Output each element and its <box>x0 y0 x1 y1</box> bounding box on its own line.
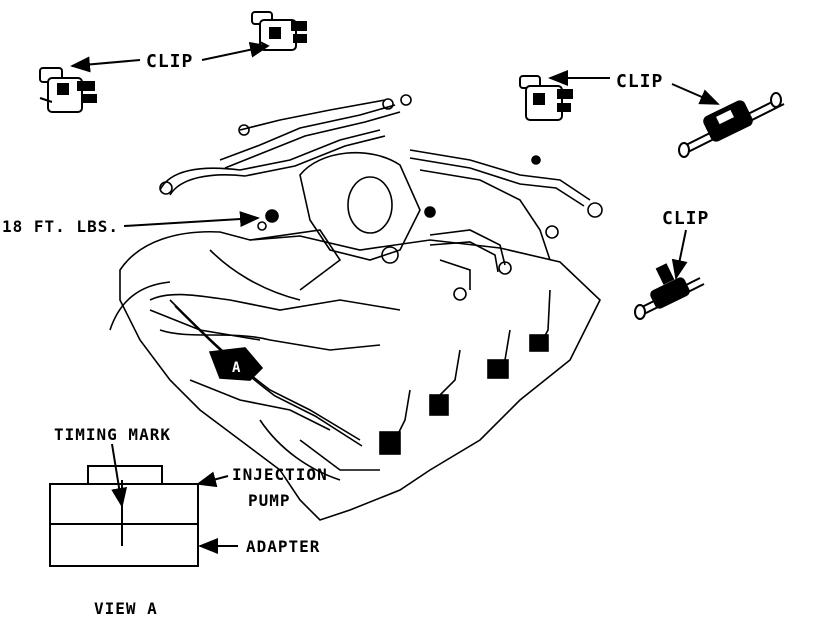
engine-illustration <box>109 94 603 521</box>
label-view-a: VIEW A <box>94 599 158 618</box>
leader-lines <box>70 41 720 554</box>
leader-timing-mark <box>111 443 128 508</box>
clip-installed-on-line-illustration <box>678 92 785 158</box>
label-clip-top-left: CLIP <box>146 51 193 72</box>
leader-injection-pump <box>196 471 229 488</box>
label-torque: 18 FT. LBS. <box>2 217 119 236</box>
label-injection: INJECTION <box>232 465 328 484</box>
label-pump: PUMP <box>248 491 291 510</box>
leader-clip-mid-right <box>671 229 688 280</box>
view-a-box <box>49 465 199 567</box>
clip-top-right-illustration <box>519 75 573 121</box>
callout-a: A <box>232 360 241 376</box>
label-adapter: ADAPTER <box>246 537 320 556</box>
leader-clip-right-2 <box>671 83 720 105</box>
clip-top-left-illustration <box>39 67 97 113</box>
label-timing-mark: TIMING MARK <box>54 425 171 444</box>
clip-on-line-small-illustration <box>634 263 705 320</box>
clip-top-center-illustration <box>251 11 307 51</box>
label-clip-top-right: CLIP <box>616 71 663 92</box>
label-clip-mid-right: CLIP <box>662 208 709 229</box>
leader-clip-left <box>70 56 141 73</box>
leader-torque <box>123 211 260 228</box>
leader-clip-center <box>201 41 270 61</box>
